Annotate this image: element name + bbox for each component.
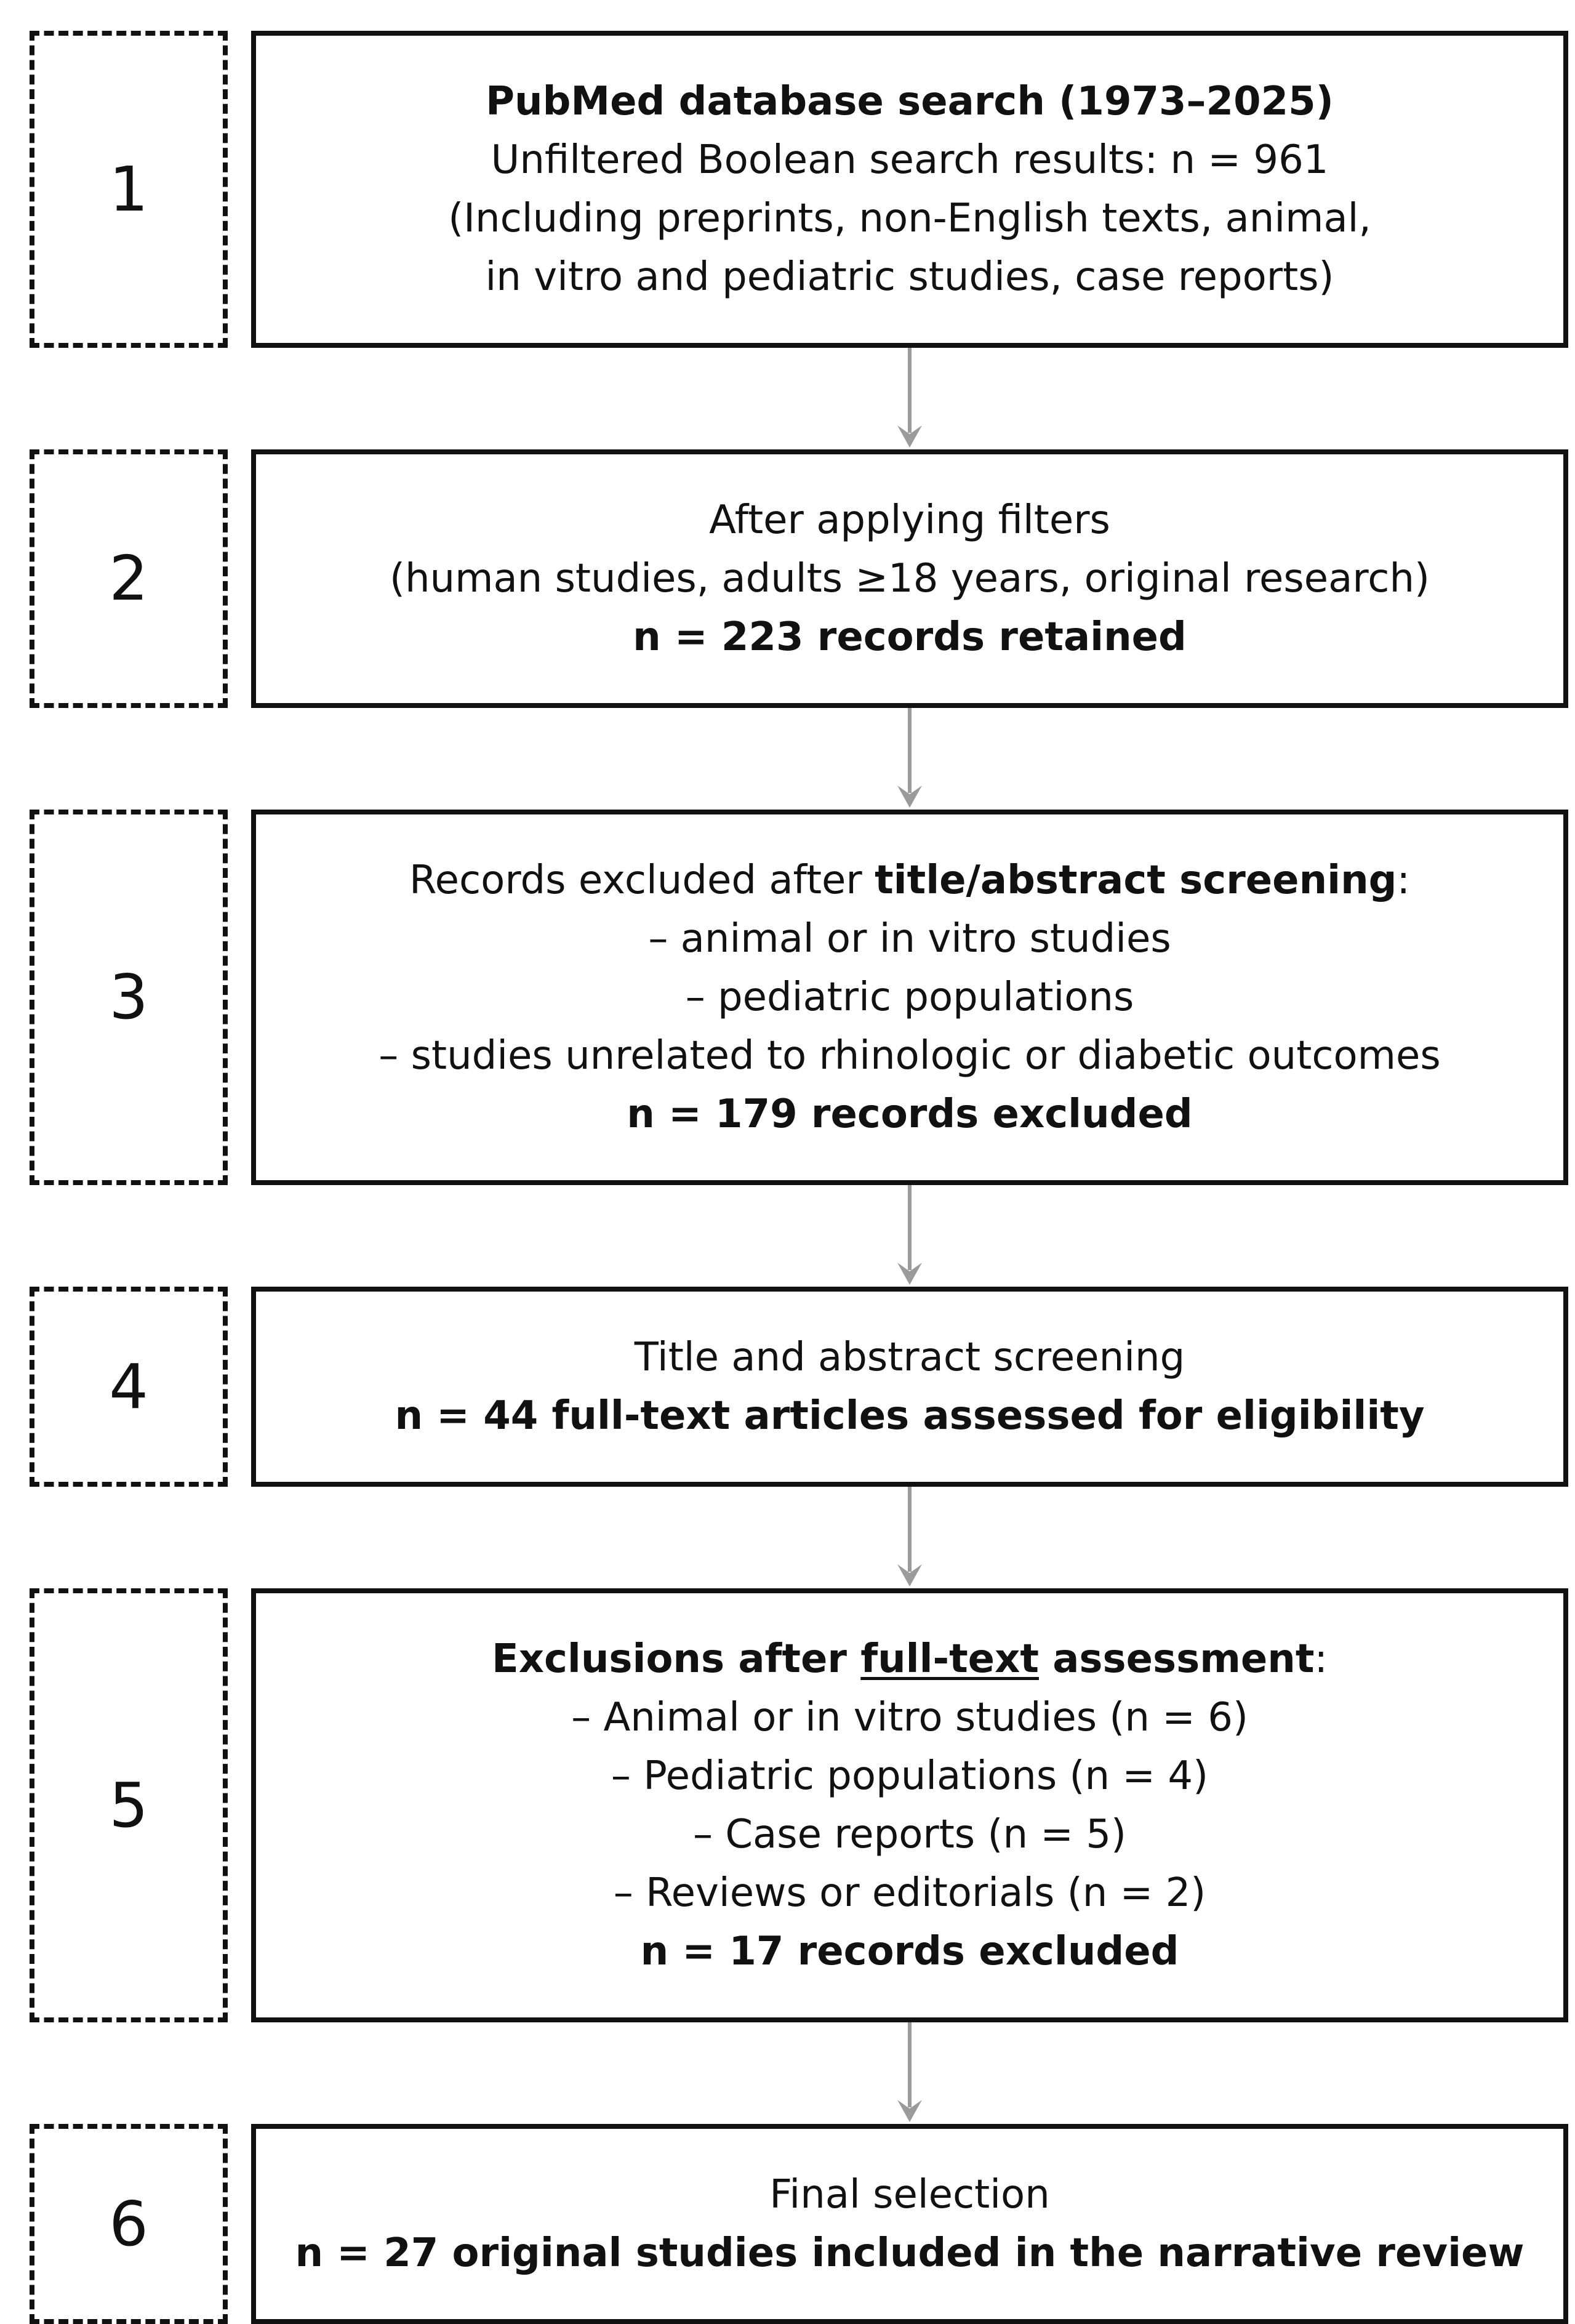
box-line: (Including preprints, non-English texts,… <box>448 195 1371 241</box>
step-number-box-6: 6 <box>30 2124 228 2324</box>
text-segment: assessment <box>1038 1636 1315 1682</box>
step-number: 3 <box>109 961 148 1033</box>
box-title: Exclusions after full-text assessment: <box>492 1630 1328 1689</box>
step-content-box-4: Title and abstract screening n = 44 full… <box>251 1287 1568 1487</box>
box-line: Unfiltered Boolean search results: n = 9… <box>491 137 1329 183</box>
box-line: After applying filters <box>709 497 1110 543</box>
text-segment: full-text <box>860 1636 1039 1682</box>
step-row-1: 1 PubMed database search (1973–2025) Unf… <box>0 31 1575 348</box>
step-number-box-1: 1 <box>30 31 228 348</box>
step-row-3: 3 Records excluded after title/abstract … <box>0 810 1575 1185</box>
text-segment: : <box>1314 1636 1328 1682</box>
box-line: (human studies, adults ≥18 years, origin… <box>390 555 1430 601</box>
box-count: n = 27 original studies included in the … <box>295 2230 1525 2276</box>
step-row-6: 6 Final selection n = 27 original studie… <box>0 2124 1575 2324</box>
step-content-box-1: PubMed database search (1973–2025) Unfil… <box>251 31 1568 348</box>
text-segment: : <box>1397 857 1410 903</box>
flow-arrow-down-icon <box>897 2022 922 2122</box>
step-number: 2 <box>109 542 148 614</box>
step-content-box-5: Exclusions after full-text assessment: –… <box>251 1588 1568 2022</box>
box-bullet: – Animal or in vitro studies (n = 6) <box>571 1694 1248 1740</box>
box-bullet: – studies unrelated to rhinologic or dia… <box>379 1032 1441 1079</box>
box-line: Title and abstract screening <box>634 1334 1185 1380</box>
box-bullet: – pediatric populations <box>685 974 1134 1020</box>
step-number-box-4: 4 <box>30 1287 228 1487</box>
box-count: n = 179 records excluded <box>627 1091 1193 1137</box>
flow-arrow-down-icon <box>897 708 922 808</box>
step-number: 5 <box>109 1769 148 1841</box>
box-count: n = 223 records retained <box>633 614 1187 660</box>
flow-arrow-down-icon <box>897 1487 922 1586</box>
box-bullet: – Pediatric populations (n = 4) <box>611 1753 1209 1799</box>
box-line: in vitro and pediatric studies, case rep… <box>485 254 1334 300</box>
box-bullet: – Reviews or editorials (n = 2) <box>613 1870 1206 1916</box>
text-segment: title/abstract screening <box>875 857 1397 903</box>
box-count: n = 44 full-text articles assessed for e… <box>395 1393 1425 1439</box>
step-content-box-2: After applying filters (human studies, a… <box>251 449 1568 708</box>
step-number-box-3: 3 <box>30 810 228 1185</box>
box-bullet: – animal or in vitro studies <box>648 915 1171 962</box>
step-row-2: 2 After applying filters (human studies,… <box>0 449 1575 708</box>
step-number: 6 <box>109 2187 148 2260</box>
step-content-box-3: Records excluded after title/abstract sc… <box>251 810 1568 1185</box>
text-segment: Exclusions after <box>491 1636 861 1682</box>
box-bullet: – Case reports (n = 5) <box>693 1811 1126 1857</box>
flow-arrow-down-icon <box>897 348 922 448</box>
text-segment: Records excluded after <box>409 857 875 903</box>
step-row-5: 5 Exclusions after full-text assessment:… <box>0 1588 1575 2022</box>
step-content-box-6: Final selection n = 27 original studies … <box>251 2124 1568 2324</box>
step-row-4: 4 Title and abstract screening n = 44 fu… <box>0 1287 1575 1487</box>
box-title: PubMed database search (1973–2025) <box>486 78 1334 124</box>
box-count: n = 17 records excluded <box>640 1928 1179 1974</box>
step-number: 1 <box>109 153 148 225</box>
box-title: Records excluded after title/abstract sc… <box>409 851 1410 910</box>
flow-arrow-down-icon <box>897 1185 922 1285</box>
step-number-box-5: 5 <box>30 1588 228 2022</box>
box-line: Final selection <box>769 2171 1050 2217</box>
step-number: 4 <box>109 1350 148 1423</box>
step-number-box-2: 2 <box>30 449 228 708</box>
